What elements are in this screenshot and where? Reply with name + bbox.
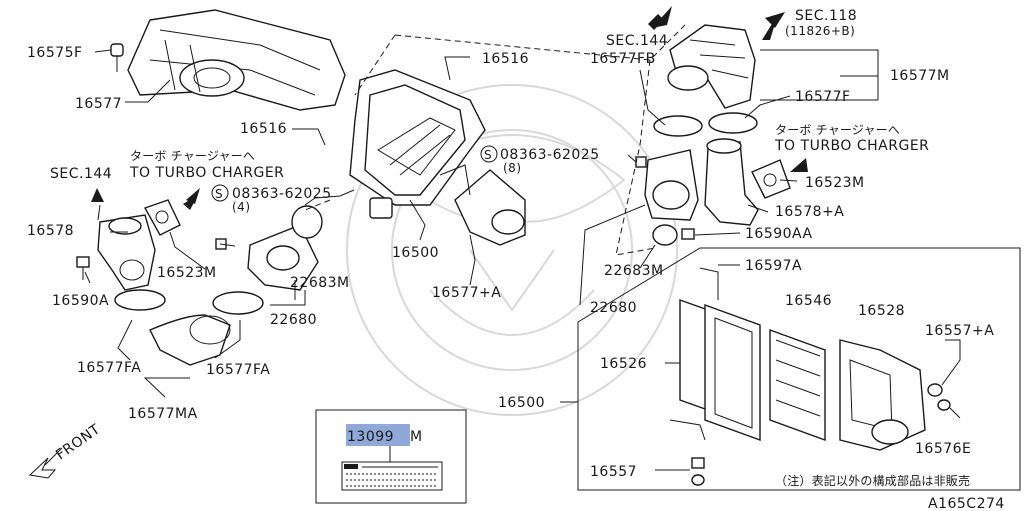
callout-16546[interactable]: 16546 <box>785 293 832 309</box>
callout-sec118[interactable]: SEC.118 <box>795 8 857 24</box>
callout-16557[interactable]: 16557 <box>590 464 637 480</box>
callout-sec144-right[interactable]: SEC.144 <box>606 33 668 49</box>
grommet-16557-drawing <box>691 457 705 486</box>
callout-16516-top[interactable]: 16516 <box>482 51 529 67</box>
callout-22680-right[interactable]: 22680 <box>590 300 637 316</box>
svg-text:S: S <box>484 148 492 162</box>
callout-16597A[interactable]: 16597A <box>745 258 802 274</box>
connector-16578-drawing <box>97 214 156 291</box>
callout-08363-left[interactable]: 08363-62025 <box>232 186 332 202</box>
turbo-note-left-jp: ターボ チャージャーへ <box>130 149 255 163</box>
hose-16577MA-drawing <box>114 289 264 366</box>
watermark-emblem <box>346 84 678 416</box>
callout-16577F[interactable]: 16577F <box>795 89 851 105</box>
callout-16577FA-left[interactable]: 16577FA <box>77 360 141 376</box>
label-part-number-highlight <box>346 424 410 446</box>
callout-16577[interactable]: 16577 <box>75 96 122 112</box>
callout-16578-plus-a[interactable]: 16578+A <box>775 204 844 220</box>
callout-sec118-sub: (11826+B) <box>785 24 855 38</box>
air-cleaner-assembly-drawing <box>349 69 486 219</box>
pipe-16578-plus-a-drawing <box>704 138 759 226</box>
callout-16577M[interactable]: 16577M <box>890 68 950 84</box>
callout-22683M-right[interactable]: 22683M <box>604 263 664 279</box>
leader-lines <box>84 49 961 471</box>
bolt-16590A-drawing <box>76 256 90 280</box>
callout-16523M-left[interactable]: 16523M <box>157 265 217 281</box>
duct-16577-plus-a-drawing <box>439 164 526 246</box>
exploded-air-cleaner-drawing <box>669 267 926 451</box>
callout-22683M-left[interactable]: 22683M <box>290 275 350 291</box>
callout-16577-plus-a[interactable]: 16577+A <box>432 285 501 301</box>
callout-16590AA[interactable]: 16590AA <box>745 226 813 242</box>
exploded-view-bracket <box>577 247 1021 491</box>
callout-16557-plus-a[interactable]: 16557+A <box>925 323 994 339</box>
callout-16590A[interactable]: 16590A <box>52 293 109 309</box>
turbo-note-left-en: TO TURBO CHARGER <box>129 165 284 181</box>
callout-16500-right[interactable]: 16500 <box>498 395 545 411</box>
circled-s-symbol-left: S <box>211 184 229 202</box>
callout-08363-left-qty: (4) <box>232 200 251 214</box>
callout-16523M-right[interactable]: 16523M <box>805 175 865 191</box>
callout-16526[interactable]: 16526 <box>600 356 647 372</box>
hose-16577M-drawing <box>667 24 756 109</box>
callout-16577FA-right[interactable]: 16577FA <box>206 362 270 378</box>
label-part-suffix: M <box>410 429 423 445</box>
circled-s-symbol-right: S <box>480 145 498 163</box>
footnote: （注）表記以外の構成部品は非販売 <box>775 473 970 488</box>
gasket-16523M-drawing <box>143 199 181 236</box>
bolt-08363-right-drawing <box>635 156 647 168</box>
turbo-note-right-jp: ターボ チャージャーへ <box>775 123 900 137</box>
callout-16576E[interactable]: 16576E <box>915 441 971 457</box>
callout-16516-mid[interactable]: 16516 <box>240 121 287 137</box>
clamps-16577F-drawing <box>653 112 758 137</box>
turbo-note-right-en: TO TURBO CHARGER <box>774 138 929 154</box>
callout-16578[interactable]: 16578 <box>27 223 74 239</box>
throttle-adapter-22680-right-drawing <box>644 149 699 246</box>
callout-16528[interactable]: 16528 <box>858 303 905 319</box>
callout-16577MA[interactable]: 16577MA <box>128 406 198 422</box>
label-part-number[interactable]: 13099 <box>347 429 394 445</box>
front-label: FRONT <box>53 421 103 463</box>
bolt-16590AA-drawing <box>681 228 695 240</box>
diagram-id: A165C274 <box>928 496 1005 511</box>
grommet-16557-plus-a-drawing <box>927 383 951 411</box>
label-part-box: 13099 M <box>315 409 467 504</box>
callout-08363-right[interactable]: 08363-62025 <box>500 147 600 163</box>
dashed-assembly-outlines <box>304 24 686 256</box>
callout-22680-left[interactable]: 22680 <box>270 312 317 328</box>
callout-16500-center[interactable]: 16500 <box>392 245 439 261</box>
callout-16577FB[interactable]: 16577FB <box>590 51 656 67</box>
callout-16575F[interactable]: 16575F <box>27 45 83 61</box>
resonator-duct-drawing <box>127 9 346 111</box>
direction-arrows <box>28 6 808 479</box>
gasket-16523M-right-drawing <box>751 159 791 199</box>
callout-08363-right-qty: (8) <box>503 161 522 175</box>
clip-16575F-drawing <box>110 43 124 72</box>
svg-text:S: S <box>215 187 223 201</box>
callout-sec144-left[interactable]: SEC.144 <box>50 166 112 182</box>
throttle-adapter-22680-drawing <box>247 205 323 291</box>
